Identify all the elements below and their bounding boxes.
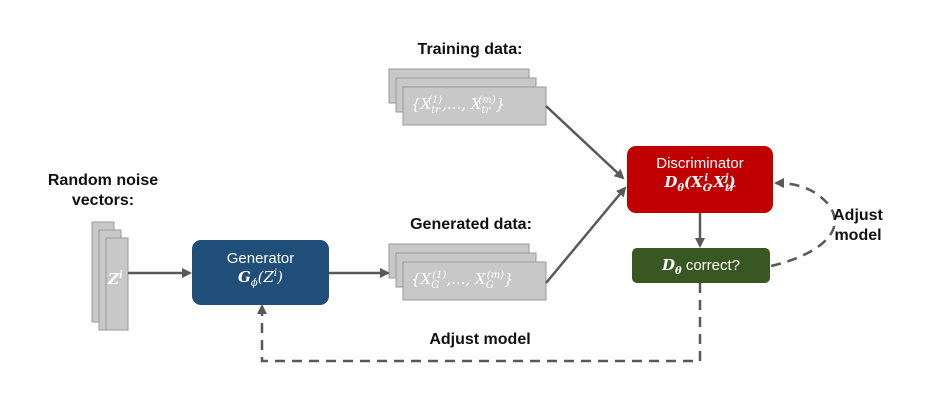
training-data-stack xyxy=(388,68,547,126)
arrow-generated-to-discriminator xyxy=(545,186,627,284)
adjust-model-right-label: Adjust model xyxy=(822,206,894,246)
adjust-model-bottom-label: Adjust model xyxy=(429,331,531,348)
generated-data-stack xyxy=(388,243,547,301)
correctness-check-box: Dθ correct? xyxy=(632,248,770,283)
discriminator-box: Discriminator Dθ(XGi,Xtrj) xyxy=(627,146,773,213)
check-symbol: Dθ xyxy=(661,256,682,277)
noise-vector-stack xyxy=(91,221,129,331)
generator-title: Generator xyxy=(226,250,295,267)
adjust-model-right-line1: Adjust xyxy=(833,207,883,224)
generator-box: Generator Gϕ(Zi) xyxy=(192,240,329,305)
discriminator-title: Discriminator xyxy=(656,155,744,172)
training-data-set: {Xtr(1),..., Xtr(m)} xyxy=(411,95,506,116)
adjust-model-right-line2: model xyxy=(834,227,882,244)
arrow-training-to-discriminator xyxy=(545,105,625,180)
feedback-to-generator xyxy=(257,283,702,363)
feedback-to-discriminator xyxy=(770,178,836,268)
random-noise-label: Random noise vectors: xyxy=(28,171,178,211)
generated-data-set: {XG(1),..., XG(m)} xyxy=(411,270,514,291)
generated-data-label: Generated data: xyxy=(410,216,532,233)
noise-symbol: Zi xyxy=(108,270,123,288)
check-text: correct? xyxy=(681,257,741,274)
random-noise-label-line1: Random noise xyxy=(47,172,159,189)
training-data-label: Training data: xyxy=(417,41,523,58)
random-noise-label-line2: vectors: xyxy=(71,192,135,209)
discriminator-formula: Dθ(XGi,Xtrj) xyxy=(664,173,736,194)
generator-formula: Gϕ(Zi) xyxy=(238,268,283,289)
